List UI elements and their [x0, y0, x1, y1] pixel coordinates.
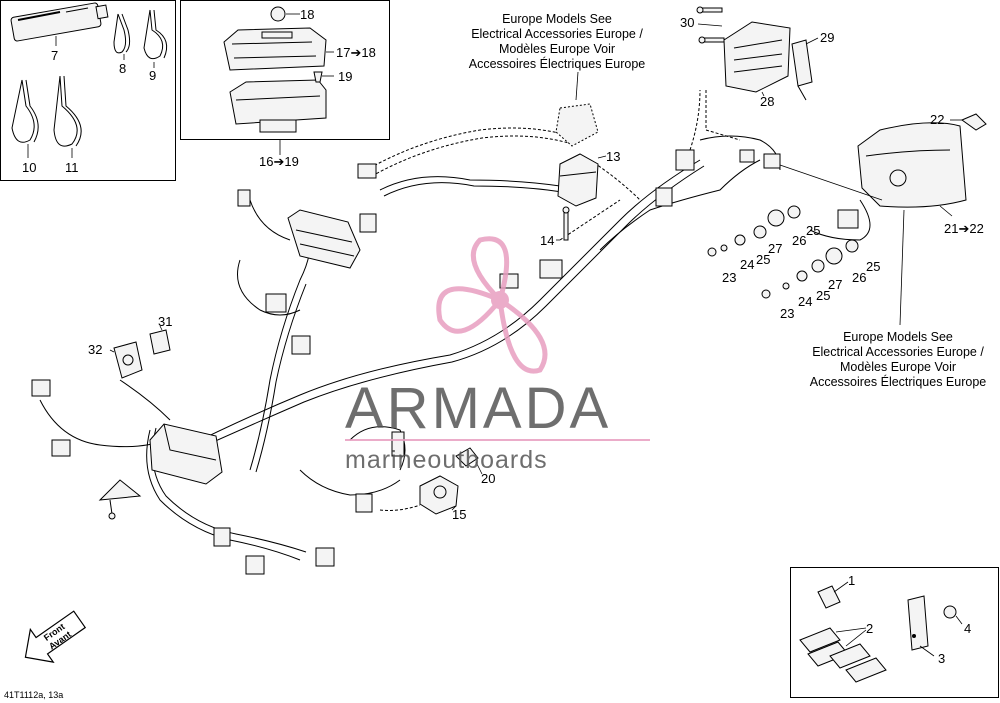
callout-13: 13 — [606, 149, 620, 164]
tail-light-part-21 — [857, 122, 967, 217]
callout-25-d: 25 — [816, 288, 830, 303]
hardware-stack-upper — [707, 205, 801, 257]
relay-ghost — [555, 103, 599, 147]
watermark-tagline: marineoutboards — [345, 446, 548, 474]
clip-part-1 — [817, 581, 849, 609]
bracket-part-29 — [791, 37, 819, 101]
tube-part-7 — [10, 2, 109, 42]
callout-2: 2 — [866, 621, 873, 636]
callout-3: 3 — [938, 651, 945, 666]
hardware-stack-lower — [761, 239, 859, 299]
callout-4: 4 — [964, 621, 971, 636]
callout-10: 10 — [22, 160, 36, 175]
note-right-line-3: Modèles Europe Voir — [840, 360, 956, 374]
note-top-line-2: Electrical Accessories Europe / — [471, 27, 643, 41]
callout-17-18: 17➔18 — [336, 45, 376, 60]
cable-tie-11 — [53, 75, 82, 147]
callout-23-a: 23 — [722, 270, 736, 285]
callout-7: 7 — [51, 48, 58, 63]
relay-part-13 — [557, 153, 607, 207]
ecu-module — [287, 209, 361, 269]
callout-14: 14 — [540, 233, 554, 248]
note-right-line-1: Europe Models See — [843, 330, 953, 344]
cable-tie-10 — [11, 79, 39, 143]
callout-26-b: 26 — [852, 270, 866, 285]
bolts-part-30 — [696, 6, 725, 44]
callout-27-a: 27 — [768, 241, 782, 256]
callout-29: 29 — [820, 30, 834, 45]
regulator-part-28 — [723, 21, 791, 97]
note-right-line-4: Accessoires Électriques Europe — [810, 374, 987, 389]
callout-24-a: 24 — [740, 257, 754, 272]
callout-19: 19 — [338, 69, 352, 84]
bracket-part-3 — [907, 595, 935, 657]
cable-tie-9 — [143, 9, 168, 60]
callout-22: 22 — [930, 112, 944, 127]
inset-box-clips — [790, 567, 999, 698]
armada-watermark: ARMADA marineoutboards — [345, 236, 650, 474]
pin-part-19 — [313, 71, 323, 83]
callout-9: 9 — [149, 68, 156, 83]
callout-25-b: 25 — [756, 252, 770, 267]
junction-box — [149, 423, 223, 485]
inset-box-module — [180, 0, 390, 140]
note-leader-top — [575, 71, 579, 101]
callout-31: 31 — [158, 314, 172, 329]
note-top-line-1: Europe Models See — [502, 12, 612, 26]
watermark-brand: ARMADA — [345, 376, 611, 441]
callout-28: 28 — [760, 94, 774, 109]
note-top-line-3: Modèles Europe Voir — [499, 42, 615, 56]
front-arrow-icon: Front Avant — [24, 610, 87, 663]
propeller-logo-icon — [436, 236, 548, 374]
bulb-part-22 — [950, 113, 987, 131]
callout-8: 8 — [119, 61, 126, 76]
callout-25-c: 25 — [866, 259, 880, 274]
callout-16-19: 16➔19 — [259, 154, 299, 169]
connector-part-20 — [455, 447, 483, 475]
ground-lug — [98, 479, 142, 520]
module-body-16 — [229, 79, 327, 133]
callout-11: 11 — [65, 160, 79, 175]
clip-strip-part-2 — [799, 627, 887, 683]
europe-note-top: Europe Models See Electrical Accessories… — [469, 12, 646, 71]
callout-30: 30 — [680, 15, 694, 30]
callout-23-b: 23 — [780, 306, 794, 321]
note-top-line-4: Accessoires Électriques Europe — [469, 56, 646, 71]
connector-part-31 — [149, 325, 171, 355]
note-leader-right — [899, 209, 905, 326]
nut-part-4 — [943, 605, 963, 625]
cap-part-18 — [270, 6, 286, 22]
callout-32: 32 — [88, 342, 102, 357]
callout-1: 1 — [848, 573, 855, 588]
callout-26-a: 26 — [792, 233, 806, 248]
europe-note-right: Europe Models See Electrical Accessories… — [810, 330, 987, 389]
callout-24-b: 24 — [798, 294, 812, 309]
callout-25-a: 25 — [806, 223, 820, 238]
callout-20: 20 — [481, 471, 495, 486]
callout-27-b: 27 — [828, 277, 842, 292]
figure-code: 41T1112a, 13a — [4, 690, 63, 700]
inset-box-consumables — [0, 0, 176, 181]
connector-part-15 — [419, 475, 459, 515]
note-right-line-2: Electrical Accessories Europe / — [812, 345, 984, 359]
cable-tie-8 — [113, 13, 131, 54]
screw-part-14 — [556, 206, 570, 241]
callout-15: 15 — [452, 507, 466, 522]
arrow-leader — [779, 164, 883, 201]
connector-part-32 — [109, 341, 143, 379]
module-cover-17 — [223, 27, 327, 71]
callout-18: 18 — [300, 7, 314, 22]
callout-21-22: 21➔22 — [944, 221, 984, 236]
harness-connectors — [31, 149, 859, 575]
